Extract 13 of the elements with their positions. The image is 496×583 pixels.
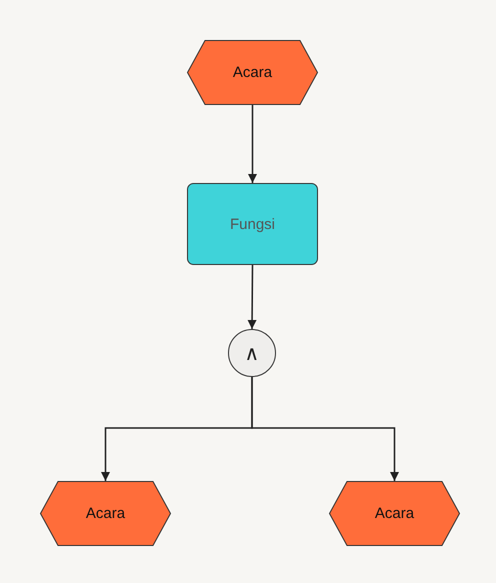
node-label: Fungsi — [230, 216, 276, 232]
arrow — [248, 265, 257, 329]
and-connector-circle — [228, 329, 276, 377]
node-label: Acara — [374, 505, 414, 522]
event-hexagon — [187, 40, 318, 105]
event-hexagon — [40, 481, 171, 546]
node-label: Acara — [86, 505, 126, 522]
function-box — [187, 183, 318, 265]
node-label: ∧ — [244, 342, 260, 366]
event-hexagon — [329, 481, 460, 546]
node-label: Acara — [232, 64, 272, 81]
arrow — [248, 105, 257, 183]
arrow — [251, 377, 399, 481]
